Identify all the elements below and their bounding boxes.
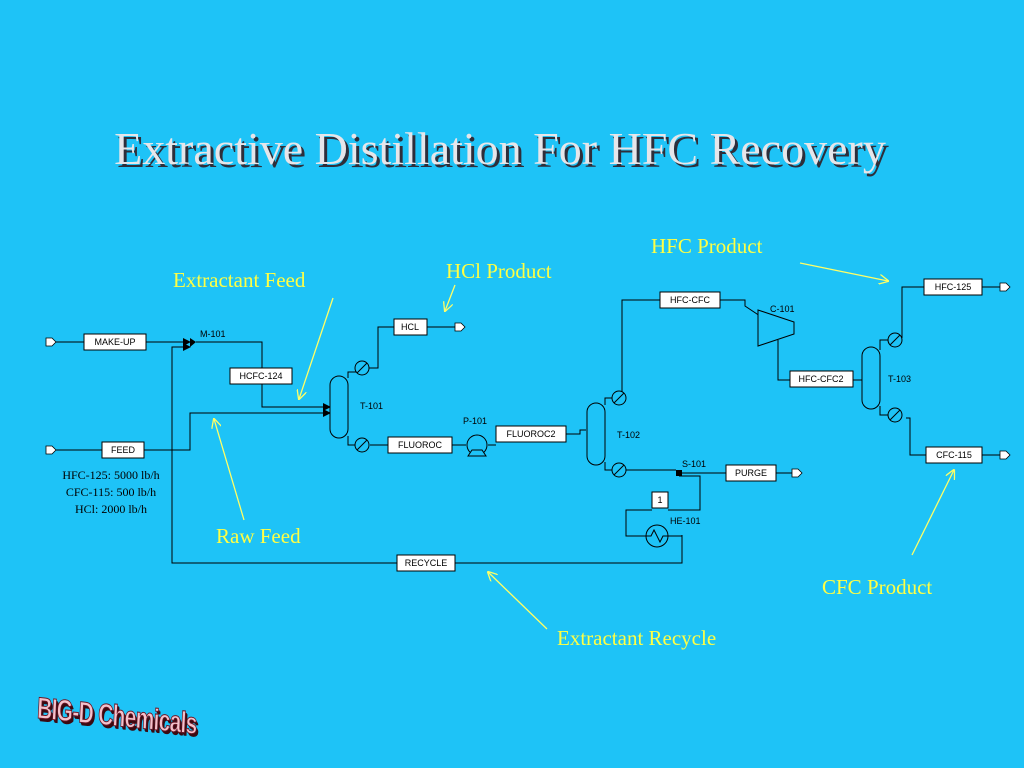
annotation-raw-feed: Raw Feed bbox=[216, 524, 301, 548]
column-t102: T-102 bbox=[586, 390, 640, 478]
feed-composition: HFC-125: 5000 lb/h CFC-115: 500 lb/h HCl… bbox=[62, 468, 159, 516]
annotation-extractant-recycle: Extractant Recycle bbox=[557, 626, 716, 650]
t101-label: T-101 bbox=[360, 401, 383, 411]
svg-text:HFC-CFC2: HFC-CFC2 bbox=[799, 374, 844, 384]
process-lines bbox=[55, 286, 1003, 564]
feed-info-line-1: HFC-125: 5000 lb/h bbox=[62, 468, 159, 482]
s101-label: S-101 bbox=[682, 459, 706, 469]
feed-inlet-arrow bbox=[45, 445, 57, 455]
slide-title: Extractive Distillation For HFC Recovery bbox=[114, 123, 886, 174]
purge-outlet-arrow bbox=[791, 468, 803, 478]
svg-text:1: 1 bbox=[657, 495, 662, 505]
hfc125-outlet-arrow bbox=[999, 282, 1011, 292]
stream-box-feed: FEED bbox=[101, 441, 145, 459]
he101-label: HE-101 bbox=[670, 516, 701, 526]
t103-label: T-103 bbox=[888, 374, 911, 384]
m101-label: M-101 bbox=[200, 329, 226, 339]
cfc115-outlet-arrow bbox=[999, 450, 1011, 460]
svg-text:FEED: FEED bbox=[111, 445, 136, 455]
svg-text:FLUOROC: FLUOROC bbox=[398, 440, 443, 450]
column-t101: T-101 bbox=[329, 360, 383, 453]
annotation-extractant-feed: Extractant Feed bbox=[173, 268, 306, 292]
hcl-outlet-arrow bbox=[454, 322, 466, 332]
p101-label: P-101 bbox=[463, 416, 487, 426]
svg-text:HCFC-124: HCFC-124 bbox=[239, 371, 282, 381]
svg-text:MAKE-UP: MAKE-UP bbox=[94, 337, 135, 347]
annotation-hfc-product: HFC Product bbox=[651, 234, 763, 258]
column-t103: T-103 bbox=[861, 332, 911, 423]
mixer-m101: M-101 bbox=[190, 329, 226, 347]
svg-text:PURGE: PURGE bbox=[735, 468, 767, 478]
splitter-s101: S-101 bbox=[676, 459, 706, 476]
stream-box-fluoroc: FLUOROC bbox=[387, 436, 453, 454]
stream-box-hcl: HCL bbox=[393, 318, 428, 336]
annotations: Extractant Feed HCl Product HFC Product … bbox=[173, 234, 954, 650]
stream-box-makeup: MAKE-UP bbox=[83, 333, 147, 351]
svg-text:CFC-115: CFC-115 bbox=[936, 450, 972, 460]
feed-info-line-3: HCl: 2000 lb/h bbox=[75, 502, 147, 516]
stream-box-purge: PURGE bbox=[725, 464, 777, 482]
svg-text:HFC-125: HFC-125 bbox=[935, 282, 972, 292]
svg-text:FLUOROC2: FLUOROC2 bbox=[506, 429, 555, 439]
pump-p101: P-101 bbox=[463, 416, 488, 457]
compressor-c101: C-101 bbox=[757, 304, 795, 347]
svg-text:RECYCLE: RECYCLE bbox=[405, 558, 448, 568]
stream-box-recycle: RECYCLE bbox=[396, 554, 456, 572]
stream-box-hfc-cfc2: HFC-CFC2 bbox=[789, 370, 854, 388]
c101-label: C-101 bbox=[770, 304, 795, 314]
t102-label: T-102 bbox=[617, 430, 640, 440]
annotation-cfc-product: CFC Product bbox=[822, 575, 932, 599]
stream-box-hcfc124: HCFC-124 bbox=[229, 367, 293, 385]
feed-info-line-2: CFC-115: 500 lb/h bbox=[66, 485, 156, 499]
svg-text:HFC-CFC: HFC-CFC bbox=[670, 295, 710, 305]
stream-box-fluoroc2: FLUOROC2 bbox=[495, 425, 567, 443]
stream-terminals bbox=[45, 282, 1011, 478]
stream-box-hfc125: HFC-125 bbox=[923, 278, 983, 296]
heat-exchanger-he101: HE-101 bbox=[645, 516, 701, 548]
makeup-inlet-arrow bbox=[45, 337, 57, 347]
stream-box-cfc115: CFC-115 bbox=[925, 446, 983, 464]
svg-text:HCL: HCL bbox=[401, 322, 419, 332]
stream-box-1: 1 bbox=[651, 491, 669, 509]
stream-box-hfc-cfc: HFC-CFC bbox=[659, 291, 721, 309]
annotation-hcl-product: HCl Product bbox=[446, 259, 552, 283]
